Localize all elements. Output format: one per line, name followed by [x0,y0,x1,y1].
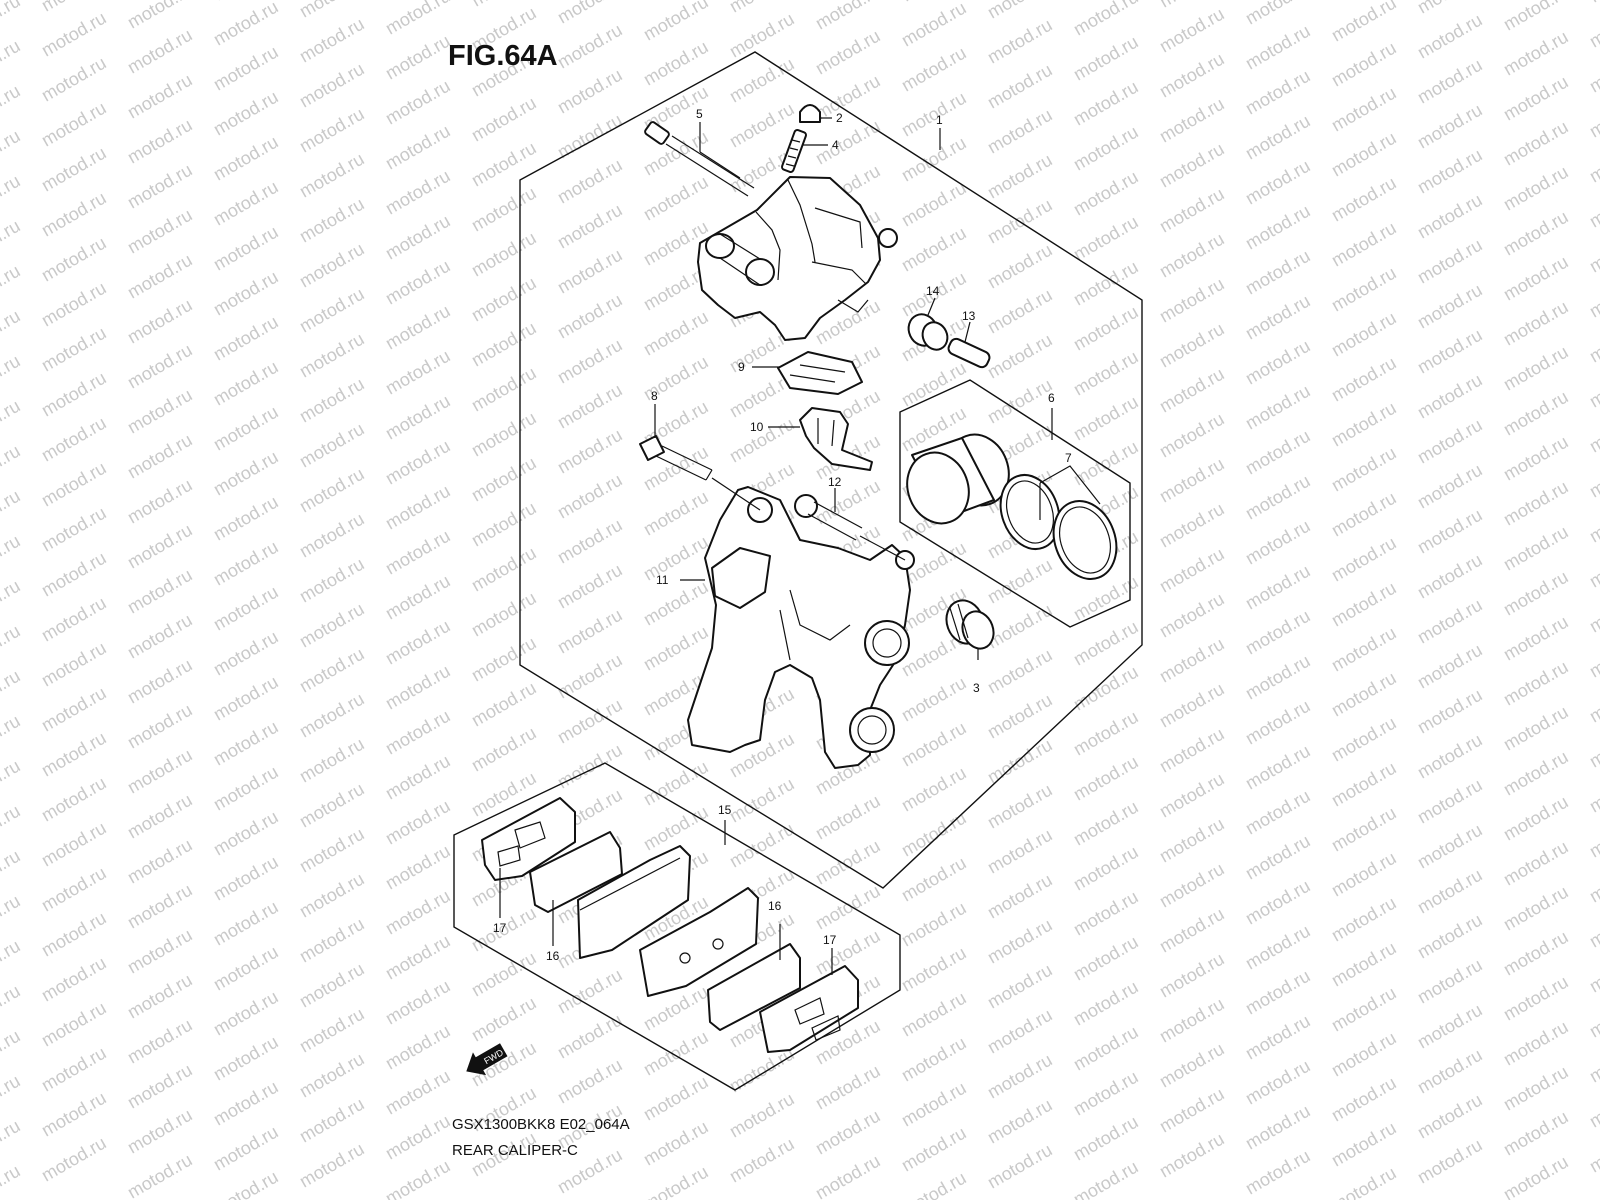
caliper-piston [906,433,1010,525]
watermark-text: motod.ru [1586,584,1600,637]
callout-17-right: 17 [823,933,837,947]
watermark-text: motod.ru [1586,494,1600,547]
callout-16-right: 16 [768,899,782,913]
callout-16-left: 16 [546,949,560,963]
watermark-text: motod.ru [1586,44,1600,97]
model-code: GSX1300BKK8 E02_064A [452,1116,630,1133]
caliper-assembly-frame [519,51,1143,889]
watermark-text: motod.ru [38,1133,110,1186]
brake-pad-right [639,887,759,997]
watermark-text: motod.ru [726,1134,798,1187]
piston-seal-frame [899,379,1131,628]
watermark-text: motod.ru [1586,674,1600,727]
callout-2: 2 [836,111,843,125]
callout-4: 4 [832,138,839,152]
forward-arrow-icon: FWD [466,1043,508,1076]
callout-17-left: 17 [493,921,507,935]
brake-pad-left-backing [529,831,623,913]
pad-spring [777,351,863,395]
caliper-bracket [687,486,915,769]
watermark-text: motod.ru [1586,89,1600,142]
watermark-text: motod.ru [1586,764,1600,817]
callout-8: 8 [651,389,658,403]
callout-10: 10 [750,420,764,434]
callout-5: 5 [696,107,703,121]
group-name: REAR CALIPER-C [452,1142,578,1159]
callout-3: 3 [973,681,980,695]
brake-pad-left [577,845,691,959]
slide-pin-upper [644,121,755,197]
piston-seal [999,474,1061,550]
callout-11: 11 [656,573,669,587]
watermark-text: motod.ru [1586,629,1600,682]
mounting-bolt-short [794,494,906,561]
watermark-text: motod.ru [1586,944,1600,997]
callout-labels: 1 2 3 4 5 6 7 8 9 10 11 12 13 14 15 16 1… [493,107,1072,963]
watermark-text: motod.ru [1586,539,1600,592]
watermark-text: motod.ru [0,1161,24,1200]
watermark-text: motod.ru [1586,989,1600,1042]
watermark-text: motod.ru [1586,269,1600,322]
watermark-text: motod.ru [1586,314,1600,367]
dust-seal [1052,500,1118,580]
watermark-text: motod.ru [1586,179,1600,232]
watermark-text: motod.ru [1586,809,1600,862]
callout-7: 7 [1065,451,1072,465]
pad-shim-left [481,797,576,881]
watermark-text: motod.ru [296,1139,368,1192]
watermark-text: motod.ru [1586,1079,1600,1132]
pad-shim-right [759,965,859,1053]
watermark-text: motod.ru [124,1150,196,1200]
watermark-text: motod.ru [1586,0,1600,51]
callout-14: 14 [926,284,940,298]
callout-6: 6 [1048,391,1055,405]
brake-pad-right-backing [707,943,801,1031]
watermark-text: motod.ru [1586,134,1600,187]
caliper-body [697,176,898,341]
leader-lines [499,117,1101,975]
bleeder-cap [799,104,821,123]
watermark-text: motod.ru [1586,359,1600,412]
callout-9: 9 [738,360,745,374]
slide-pin-boot [907,313,949,351]
bracket-boot [945,599,995,650]
callout-1: 1 [936,113,943,127]
pad-retainer [799,407,873,471]
watermark-text: motod.ru [1586,224,1600,277]
callout-12: 12 [828,475,842,489]
watermark-text: motod.ru [984,1140,1056,1193]
watermark-text: motod.ru [1414,1135,1486,1188]
watermark-text: motod.ru [1586,1124,1600,1177]
figure-title: FIG.64A [448,40,558,72]
watermark-text: motod.ru [1242,1146,1314,1199]
watermark-text: motod.ru [1586,899,1600,952]
watermark-text: motod.ru [1586,449,1600,502]
watermark-text: motod.ru [1586,1034,1600,1087]
slide-pin-sleeve [947,337,991,369]
watermark-text: motod.ru [1586,854,1600,907]
watermark-text: motod.ru [1586,404,1600,457]
mounting-bolt-long [639,435,761,511]
watermark-text: motod.ru [1156,1129,1228,1182]
callout-15: 15 [718,803,732,817]
watermark-text: motod.ru [1586,0,1600,6]
callout-13: 13 [962,309,976,323]
bleeder-valve [781,129,807,173]
brake-pad-set-frame [453,762,901,1091]
watermark-text: motod.ru [1586,719,1600,772]
